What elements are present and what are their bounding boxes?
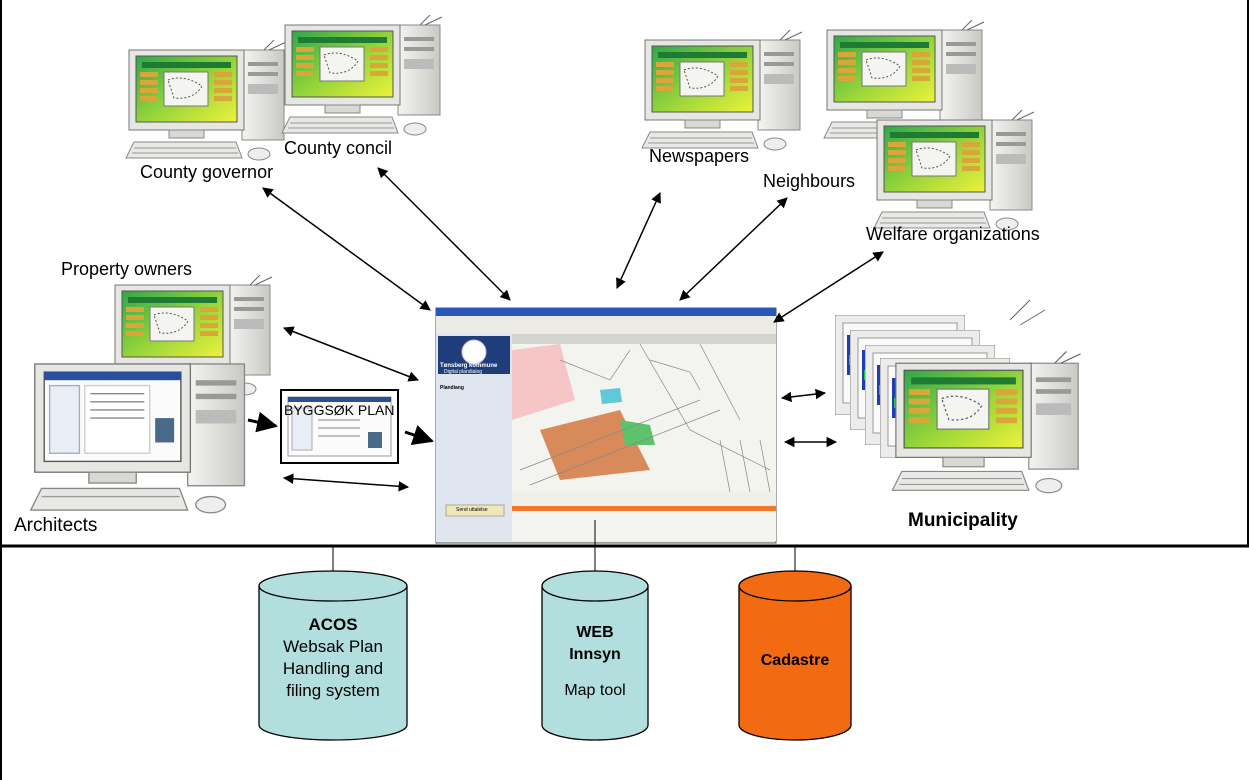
central-map-application [435, 307, 777, 544]
arrow-welfare [773, 251, 884, 323]
app-subtitle: Digital plandialog [444, 369, 483, 375]
web-line1: WEB [576, 624, 614, 641]
label-county-council: County concil [284, 138, 393, 158]
computer-architects [30, 363, 246, 514]
arrow-county-governor [262, 187, 431, 311]
arrow-neighbours [679, 197, 788, 301]
computer-county-governor [125, 40, 287, 161]
byggsok-screen [280, 389, 399, 464]
arrow-to-byggsok [247, 411, 279, 433]
acos-label: ACOS Websak Plan Handling and filing sys… [259, 614, 407, 702]
label-county-governor: County governor [140, 162, 274, 182]
cylinder-acos [258, 570, 408, 741]
arrow-byggsok-to-app [404, 425, 434, 445]
acos-line2: Websak Plan [283, 637, 383, 656]
computer-county-council [281, 15, 443, 136]
computer-welfare-organizations [873, 110, 1035, 231]
computer-newspapers [641, 30, 803, 151]
label-welfare-organizations: Welfare organizations [866, 224, 1040, 244]
app-send-button[interactable]: Send uttalelse [456, 507, 488, 513]
label-byggsok-plan: BYGGSØK PLAN [284, 402, 395, 418]
acos-line1: ACOS [308, 615, 358, 634]
web-label: WEB Innsyn Map tool [542, 622, 648, 702]
label-property-owners: Property owners [61, 259, 193, 279]
app-section: Plandiang [440, 385, 464, 391]
label-neighbours: Neighbours [763, 171, 856, 191]
cylinder-web [541, 570, 649, 741]
acos-line4: filing system [286, 681, 380, 700]
web-line2: Innsyn [569, 646, 621, 663]
app-title: Tønsberg kommune [440, 363, 498, 369]
arrow-property-owners [283, 326, 419, 382]
arrow-county-council [377, 167, 511, 301]
acos-line3: Handling and [282, 659, 384, 678]
label-architects: Architects [14, 515, 98, 536]
cadastre-line1: Cadastre [760, 652, 830, 669]
label-newspapers: Newspapers [649, 146, 750, 166]
label-municipality: Municipality [908, 510, 1018, 531]
cadastre-label: Cadastre [739, 650, 851, 672]
cylinder-cadastre [738, 570, 852, 741]
web-line3: Map tool [564, 682, 626, 699]
arrow-newspapers [616, 192, 661, 289]
arrow-architects [282, 473, 410, 492]
computer-municipality-stack [835, 299, 1082, 494]
arrow-municipality-upper [780, 388, 827, 403]
